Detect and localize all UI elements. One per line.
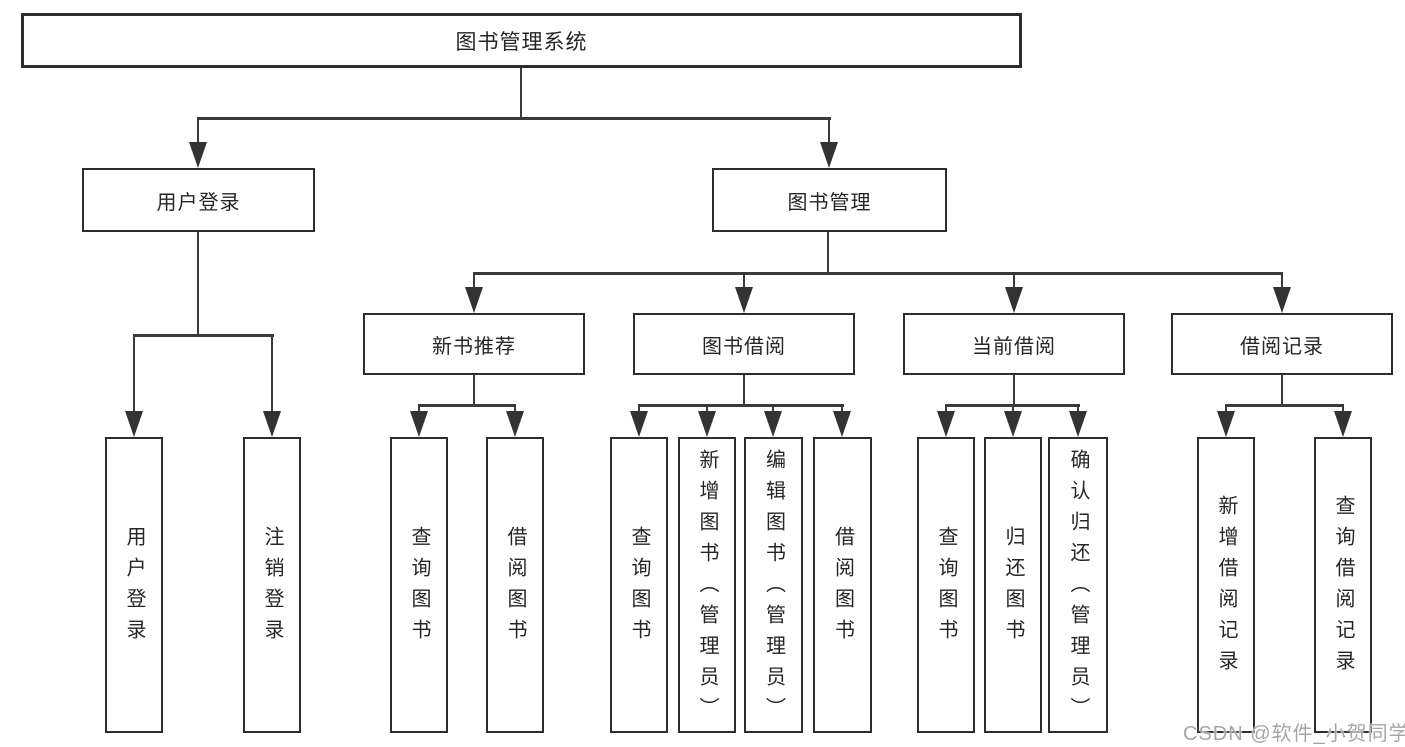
leaf-borrow-books-recommend: 借阅图书 (486, 437, 544, 733)
connector-line (514, 404, 516, 414)
arrow-down-icon (1069, 411, 1087, 437)
connector-line (638, 404, 640, 414)
connector-line (1012, 404, 1014, 414)
arrow-down-icon (1217, 411, 1235, 437)
arrow-down-icon (506, 411, 524, 437)
connector-line (418, 404, 516, 407)
leaf-add-borrow-record: 新增借阅记录 (1197, 437, 1255, 733)
arrow-down-icon (125, 411, 143, 437)
connector-line (743, 375, 745, 407)
leaf-confirm-return-admin: 确认归还（管理员） (1048, 437, 1108, 733)
connector-line (841, 404, 843, 414)
connector-line (1013, 375, 1015, 407)
arrow-down-icon (1273, 287, 1291, 313)
leaf-query-borrow-record: 查询借阅记录 (1314, 437, 1372, 733)
arrow-down-icon (630, 411, 648, 437)
connector-line (1013, 272, 1015, 289)
connector-line (418, 404, 420, 414)
connector-line (706, 404, 708, 414)
connector-line (197, 117, 199, 145)
connector-line (1281, 375, 1283, 407)
connector-line (772, 404, 774, 414)
leaf-query-books-current: 查询图书 (917, 437, 975, 733)
node-book-borrow: 图书借阅 (633, 313, 855, 375)
leaf-return-books: 归还图书 (984, 437, 1042, 733)
connector-line (1342, 404, 1344, 414)
connector-line (271, 334, 273, 413)
node-user-login: 用户登录 (82, 168, 315, 232)
connector-line (945, 404, 947, 414)
arrow-down-icon (1004, 411, 1022, 437)
arrow-down-icon (937, 411, 955, 437)
connector-line (1225, 404, 1344, 407)
connector-line (1225, 404, 1227, 414)
leaf-edit-books-admin: 编辑图书（管理员） (744, 437, 803, 733)
arrow-down-icon (698, 411, 716, 437)
connector-line (133, 334, 135, 413)
arrow-down-icon (1005, 287, 1023, 313)
arrow-down-icon (833, 411, 851, 437)
arrow-down-icon (410, 411, 428, 437)
connector-line (1281, 272, 1283, 289)
connector-line (828, 117, 830, 145)
connector-line (827, 232, 829, 274)
arrow-down-icon (764, 411, 782, 437)
connector-line (520, 68, 522, 118)
leaf-logout: 注销登录 (243, 437, 301, 733)
connector-line (197, 117, 831, 120)
node-library-management-system: 图书管理系统 (21, 13, 1022, 68)
arrow-down-icon (735, 287, 753, 313)
csdn-watermark: CSDN @软件_小贺同学 (1183, 723, 1405, 745)
node-current-borrow: 当前借阅 (903, 313, 1125, 375)
leaf-query-books-borrow: 查询图书 (610, 437, 668, 733)
node-borrow-records: 借阅记录 (1171, 313, 1393, 375)
arrow-down-icon (189, 142, 207, 168)
arrow-down-icon (1334, 411, 1352, 437)
node-book-management: 图书管理 (712, 168, 947, 232)
connector-line (473, 375, 475, 407)
connector-line (473, 272, 475, 289)
connector-line (743, 272, 745, 289)
arrow-down-icon (263, 411, 281, 437)
connector-line (133, 334, 274, 337)
arrow-down-icon (465, 287, 483, 313)
connector-line (197, 232, 199, 337)
leaf-user-login: 用户登录 (105, 437, 163, 733)
leaf-borrow-books: 借阅图书 (813, 437, 872, 733)
connector-line (638, 404, 844, 407)
node-new-book-recommend: 新书推荐 (363, 313, 585, 375)
leaf-query-books-recommend: 查询图书 (390, 437, 448, 733)
connector-line (473, 272, 1283, 275)
arrow-down-icon (820, 142, 838, 168)
leaf-add-books-admin: 新增图书（管理员） (678, 437, 736, 733)
connector-line (1077, 404, 1079, 414)
